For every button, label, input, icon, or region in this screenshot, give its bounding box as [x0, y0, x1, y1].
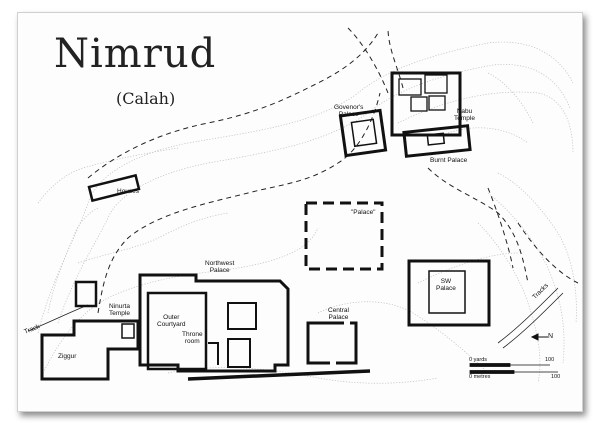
governors-palace-plan: [338, 108, 388, 158]
label-ninurta-temple: Ninurta Temple: [109, 303, 130, 317]
label-sw-palace: SW Palace: [436, 278, 456, 292]
scale-bars: [469, 363, 558, 374]
map-frame: Nimrud (Calah) Govenor's Palace Nabu Tem…: [17, 12, 583, 412]
houses-plan: [87, 173, 141, 203]
north-arrow-icon: [530, 333, 548, 341]
scale-yards-label: 0 yards: [469, 357, 488, 363]
ziggurat-plan: [40, 280, 140, 381]
label-palace-quoted: "Palace": [351, 209, 376, 216]
north-arrow-label: N: [548, 333, 554, 340]
dashed-tracks: [87, 27, 579, 314]
palace-dashed-plan: [304, 201, 384, 271]
page-subtitle: (Calah): [116, 89, 176, 108]
label-burnt-palace: Burnt Palace: [430, 157, 468, 164]
scale-metres-label: 0 metres: [469, 374, 491, 380]
sw-palace-plan: [407, 259, 491, 327]
contour-lines: [37, 41, 577, 384]
label-central-palace: Central Palace: [328, 307, 349, 321]
site-plan: [27, 27, 579, 384]
burnt-palace-plan: [402, 124, 472, 158]
nabu-temple-plan: [390, 71, 462, 137]
label-throne-room: Throne room: [182, 331, 203, 345]
label-governors-palace: Govenor's Palace: [334, 104, 364, 118]
label-outer-courtyard: Outer Courtyard: [157, 314, 186, 328]
central-palace-plan: [306, 321, 358, 365]
label-nabu-temple: Nabu Temple: [454, 108, 475, 122]
label-ziggur: Ziggur: [58, 353, 77, 360]
label-houses: Houses: [117, 188, 140, 195]
track-lines: [27, 287, 564, 349]
scale-metres-value: 100: [551, 374, 561, 380]
scale-yards-value: 100: [545, 357, 555, 363]
label-northwest-palace: Northwest Palace: [205, 260, 235, 274]
page-title: Nimrud: [54, 31, 217, 77]
northwest-palace-plan: [138, 273, 371, 381]
